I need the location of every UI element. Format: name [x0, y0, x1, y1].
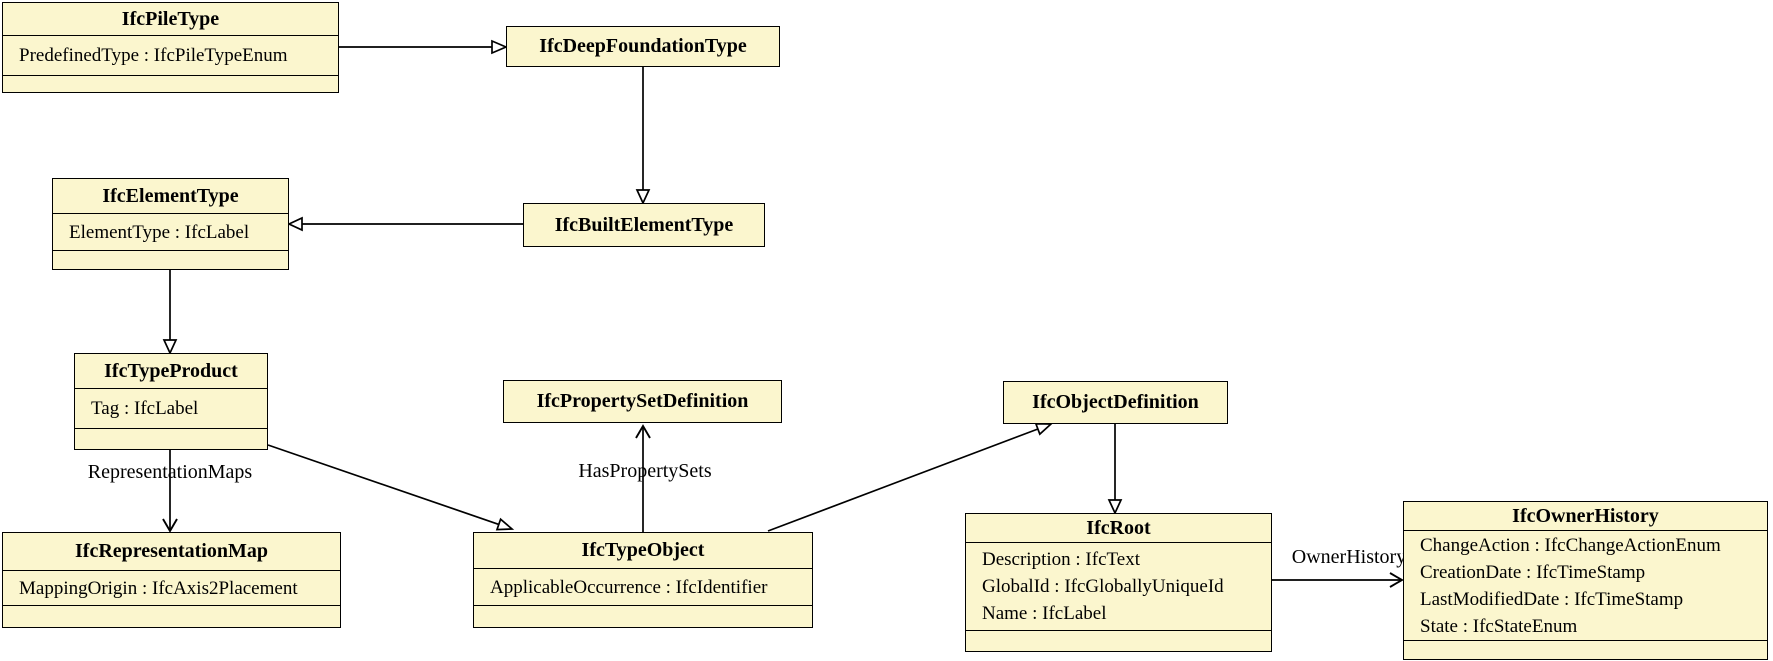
class-attribute: PredefinedType : IfcPileTypeEnum: [19, 45, 288, 66]
class-attribute: Tag : IfcLabel: [91, 398, 199, 419]
class-ifcpropertysetdefinition: IfcPropertySetDefinition: [503, 380, 782, 423]
edge-inheritance-ifctypeproduct-to-ifctypeobject: [267, 444, 515, 531]
class-attributes: ChangeAction : IfcChangeActionEnum Creat…: [1404, 531, 1767, 641]
class-title: IfcTypeProduct: [75, 354, 267, 389]
class-title: IfcPileType: [3, 3, 338, 36]
class-attribute: LastModifiedDate : IfcTimeStamp: [1420, 588, 1684, 610]
class-title: IfcDeepFoundationType: [539, 35, 747, 57]
class-attribute: Description : IfcText: [982, 549, 1141, 570]
edge-association-ifctypeproduct-to-ifcrepresentationmap: [162, 450, 178, 533]
edge-inheritance-ifcpiletype-to-ifcdeepfoundationtype: [339, 39, 509, 55]
class-attribute: ApplicableOccurrence : IfcIdentifier: [490, 576, 768, 598]
hollow-triangle-arrowhead-icon: [491, 39, 509, 55]
class-title: IfcPropertySetDefinition: [536, 390, 749, 412]
class-ifctypeproduct: IfcTypeProduct Tag : IfcLabel: [74, 353, 268, 450]
class-attributes: MappingOrigin : IfcAxis2Placement: [3, 571, 340, 606]
class-title: IfcRoot: [966, 514, 1271, 543]
class-title: IfcTypeObject: [474, 533, 812, 569]
class-operations-empty: [1404, 641, 1767, 659]
class-title: IfcObjectDefinition: [1032, 391, 1199, 413]
class-operations-empty: [75, 429, 267, 449]
edge-association-ifcroot-to-ifcownerhistory: [1272, 572, 1404, 588]
class-title: IfcOwnerHistory: [1404, 502, 1767, 531]
class-title: IfcElementType: [53, 179, 288, 214]
edge-inheritance-ifcbuiltelementtype-to-ifcelementtype: [286, 216, 523, 232]
edge-inheritance-ifcelementtype-to-ifctypeproduct: [162, 270, 178, 356]
class-operations-empty: [53, 251, 288, 269]
hollow-triangle-arrowhead-icon: [1107, 499, 1123, 516]
class-ifcbuiltelementtype: IfcBuiltElementType: [523, 203, 765, 247]
class-attribute: GlobalId : IfcGloballyUniqueId: [982, 576, 1224, 597]
class-ifcroot: IfcRoot Description : IfcText GlobalId :…: [965, 513, 1272, 652]
class-attributes: Description : IfcText GlobalId : IfcGlob…: [966, 543, 1271, 631]
class-title: IfcRepresentationMap: [3, 533, 340, 571]
vee-arrowhead-icon: [1389, 572, 1404, 588]
class-attribute: Name : IfcLabel: [982, 603, 1107, 624]
hollow-triangle-arrowhead-icon: [286, 216, 303, 232]
class-title: IfcBuiltElementType: [554, 213, 734, 236]
edge-label-owner-history: OwnerHistory: [1291, 546, 1407, 568]
hollow-triangle-arrowhead-icon: [495, 517, 515, 531]
edge-label-has-property-sets: HasPropertySets: [578, 460, 712, 482]
edge-inheritance-ifcdeepfoundationtype-to-ifcbuiltelementtype: [635, 67, 651, 206]
class-ifcpiletype: IfcPileType PredefinedType : IfcPileType…: [2, 2, 339, 93]
class-operations-empty: [966, 631, 1271, 651]
vee-arrowhead-icon: [162, 518, 178, 533]
hollow-triangle-arrowhead-icon: [635, 189, 651, 206]
class-attributes: ElementType : IfcLabel: [53, 214, 288, 251]
class-operations-empty: [474, 606, 812, 627]
hollow-triangle-arrowhead-icon: [162, 339, 178, 356]
class-ifcrepresentationmap: IfcRepresentationMap MappingOrigin : Ifc…: [2, 532, 341, 628]
class-ifcdeepfoundationtype: IfcDeepFoundationType: [506, 26, 780, 67]
class-attributes: Tag : IfcLabel: [75, 389, 267, 429]
class-attributes: PredefinedType : IfcPileTypeEnum: [3, 36, 338, 76]
class-attribute: CreationDate : IfcTimeStamp: [1420, 561, 1646, 583]
class-attribute: ElementType : IfcLabel: [69, 221, 250, 243]
edge-inheritance-ifcobjectdefinition-to-ifcroot: [1107, 424, 1123, 516]
edge-label-representation-maps: RepresentationMaps: [87, 461, 253, 483]
class-attribute: MappingOrigin : IfcAxis2Placement: [19, 577, 298, 599]
class-operations-empty: [3, 76, 338, 92]
class-attributes: ApplicableOccurrence : IfcIdentifier: [474, 569, 812, 606]
class-ifcownerhistory: IfcOwnerHistory ChangeAction : IfcChange…: [1403, 501, 1768, 660]
class-ifcelementtype: IfcElementType ElementType : IfcLabel: [52, 178, 289, 270]
class-ifctypeobject: IfcTypeObject ApplicableOccurrence : Ifc…: [473, 532, 813, 628]
vee-arrowhead-icon: [635, 424, 651, 439]
class-attribute: ChangeAction : IfcChangeActionEnum: [1420, 534, 1721, 556]
hollow-triangle-arrowhead-icon: [1034, 422, 1054, 436]
edge-association-ifctypeobject-to-ifcpropertysetdefinition: [635, 424, 651, 532]
class-ifcobjectdefinition: IfcObjectDefinition: [1003, 381, 1228, 424]
class-operations-empty: [3, 606, 340, 627]
class-attribute: State : IfcStateEnum: [1420, 615, 1578, 637]
